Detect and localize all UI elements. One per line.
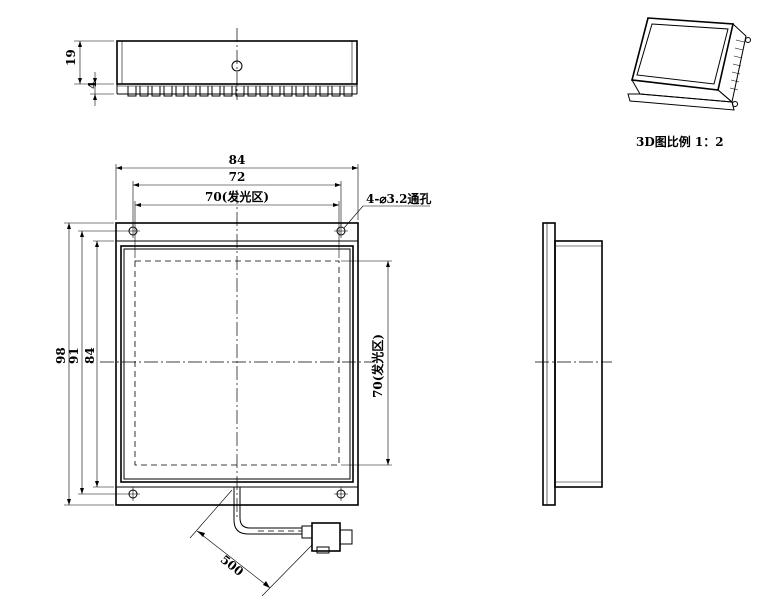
top-view: 19 4	[64, 28, 358, 106]
side-view	[535, 222, 612, 506]
cable	[233, 487, 353, 554]
front-view: 84 72 70(发光区) 4-⌀3.2通孔	[54, 153, 431, 597]
dim-84-horizontal: 84	[115, 153, 359, 220]
cable-inner	[239, 487, 302, 529]
iso-fins	[729, 39, 745, 91]
dim-84-vertical-label: 84	[83, 347, 97, 364]
dim-500: 500	[189, 489, 313, 597]
dim-500-line	[196, 530, 271, 589]
cable-outer	[233, 487, 302, 535]
dim-84-label: 84	[229, 153, 246, 167]
dim-70-label: 70(发光区)	[205, 189, 269, 204]
dim-4-arrow-bottom	[93, 94, 97, 100]
side-plate	[542, 222, 556, 506]
iso-hole-top	[745, 37, 751, 43]
iso-front-face	[631, 79, 734, 103]
dim-19-arrow-bottom	[78, 78, 82, 84]
connector-plug	[339, 529, 353, 545]
dim-500-ext-1	[189, 489, 233, 539]
dim-4-arrow-top	[93, 78, 97, 84]
hole-note-label: 4-⌀3.2通孔	[366, 191, 431, 206]
iso-view: 3D图比例 1：2	[627, 17, 751, 149]
iso-caption: 3D图比例 1：2	[636, 134, 724, 149]
hole-note: 4-⌀3.2通孔	[343, 191, 431, 229]
dim-70-vertical-label: 70(发光区)	[370, 334, 385, 398]
iso-hole-bottom	[732, 101, 738, 107]
dim-72-horizontal: 72	[132, 170, 342, 226]
dim-500-ext-2	[261, 544, 313, 597]
dim-19-arrow-top	[78, 41, 82, 47]
dim-72-label: 72	[229, 170, 246, 184]
heat-sink-fins	[127, 86, 353, 97]
dim-4-label: 4	[86, 81, 99, 89]
hole-crosshairs	[126, 224, 348, 501]
dim-500-label: 500	[218, 552, 246, 578]
side-body	[554, 240, 603, 488]
iso-top-inset	[636, 23, 729, 85]
connector-neck	[301, 525, 313, 539]
dim-19-label: 19	[64, 49, 78, 66]
dim-98-label: 98	[54, 347, 68, 364]
dim-98-vertical: 98	[54, 222, 114, 506]
dim-500-arrow-2	[263, 581, 270, 588]
iso-flange	[627, 93, 735, 111]
dim-84-vertical: 84	[83, 240, 114, 488]
dim-70-horizontal: 70(发光区)	[134, 189, 340, 258]
iso-side-face	[717, 23, 747, 103]
dim-70-vertical: 70(发光区)	[341, 260, 392, 466]
dim-91-vertical: 91	[67, 230, 126, 495]
dim-500-arrow-1	[197, 531, 205, 537]
connector-latch	[316, 546, 330, 554]
mounting-holes	[126, 224, 348, 501]
dim-91-label: 91	[67, 347, 81, 364]
